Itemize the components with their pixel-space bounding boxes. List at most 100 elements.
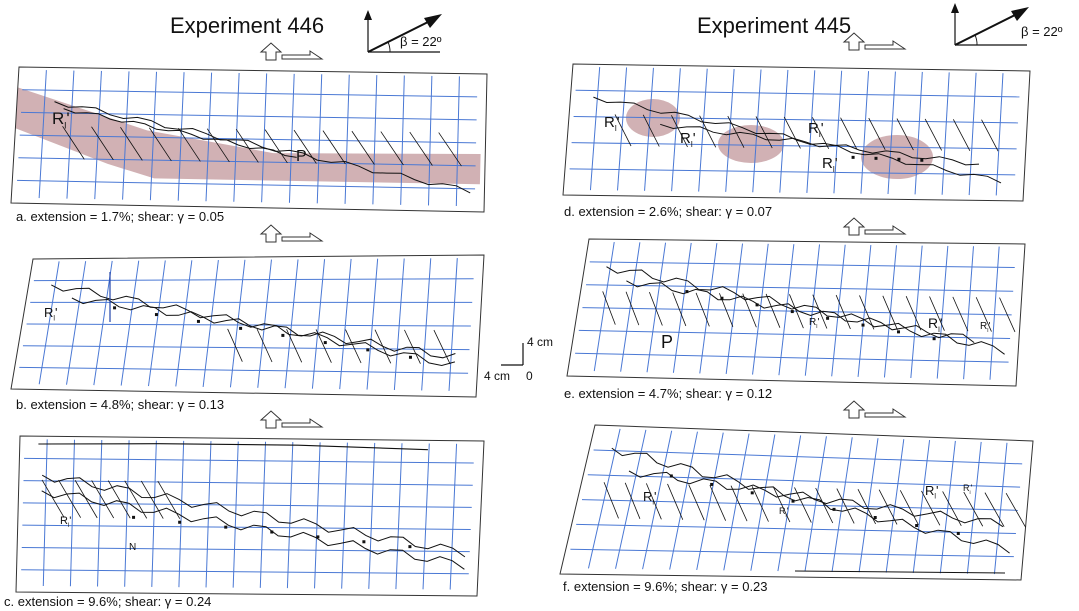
riedel-shear-d: [812, 117, 830, 150]
beta-diagram-446-angle-arc: [387, 41, 391, 53]
grid-line: [936, 245, 949, 379]
grid-line: [993, 442, 1008, 575]
riedel-shear-e: [625, 291, 640, 326]
fault-tick-e: [685, 290, 689, 294]
shear-sense-exp445-right-icon: [864, 40, 907, 50]
grid-line: [22, 89, 478, 98]
riedel-shear-a: [177, 127, 201, 162]
fault-trace-b: [71, 297, 456, 359]
riedel-shear-a: [120, 127, 143, 161]
grid-line: [205, 72, 213, 202]
grid-line: [449, 443, 458, 590]
fault-tick-f: [669, 474, 673, 478]
fault-tick-f: [956, 531, 960, 535]
beta-diagram-445-shear-direction: [954, 11, 1022, 46]
grid-line: [995, 73, 1004, 196]
grid-line: [912, 440, 931, 573]
riedel-shear-e: [929, 296, 945, 331]
fault-trace-e: [606, 266, 1005, 355]
riedel-shear-c: [41, 479, 65, 518]
grid-line: [339, 258, 352, 390]
fault-tick-b: [366, 348, 370, 352]
experiment-445-title: Experiment 445: [697, 13, 852, 38]
riedel-shear-f: [921, 490, 941, 526]
fault-tick-e: [790, 310, 794, 314]
beta-angle-446: β = 22º: [400, 34, 442, 49]
fault-tick-b: [239, 326, 243, 330]
grid-line: [589, 66, 601, 191]
riedel-shear-e: [742, 293, 757, 328]
beta-diagram-446-north-arrowhead-icon: [364, 10, 372, 20]
grid-line: [725, 243, 744, 375]
grid-line: [672, 242, 692, 373]
riedel-shear-f: [963, 491, 984, 527]
rl-label-d2: Rl': [680, 130, 696, 149]
riedel-shear-b: [345, 329, 362, 364]
riedel-shear-a: [91, 126, 114, 161]
grid-line: [344, 74, 350, 204]
grid-line: [149, 71, 158, 201]
riedel-shear-a: [206, 128, 230, 163]
grid-line: [593, 241, 615, 372]
riedel-shear-f: [603, 482, 619, 519]
grid-line: [571, 142, 1017, 150]
caption-d: d. extension = 2.6%; shear: γ = 0.07: [564, 204, 773, 219]
riedel-shear-f: [751, 486, 769, 522]
riedel-shear-e: [672, 292, 687, 327]
riedel-shear-f: [942, 491, 962, 526]
grid-line: [581, 499, 1019, 511]
grid-line: [752, 243, 769, 375]
riedel-shear-a: [351, 130, 375, 165]
grid-line: [24, 457, 474, 464]
grid-line: [914, 71, 923, 195]
grid-line: [177, 72, 185, 201]
grid-line: [202, 259, 219, 387]
grid-line: [366, 258, 379, 390]
caption-f: f. extension = 9.6%; shear: γ = 0.23: [563, 579, 768, 594]
riedel-shear-d: [783, 116, 801, 149]
grid-line: [804, 244, 821, 376]
shear-sense-b-up-icon: [259, 224, 283, 243]
grid-line: [448, 258, 458, 391]
grid-line: [93, 260, 113, 386]
rl-label-f4: Rl': [963, 483, 973, 496]
riedel-shear-f: [730, 485, 748, 522]
riedel-shear-f: [899, 490, 919, 526]
grid-line: [941, 72, 950, 195]
beta-diagram-446-shear-direction: [367, 18, 435, 53]
fault-tick-e: [932, 337, 936, 341]
rl-label-a: Rl': [52, 109, 70, 131]
fault-tick-f: [710, 482, 714, 486]
grid-line: [586, 284, 1014, 292]
panel-frame-d: [562, 63, 1031, 202]
grid-line: [831, 244, 846, 377]
beta-diagram-445-shear-arrowhead-icon: [1011, 7, 1029, 21]
fault-tick-f: [791, 499, 795, 503]
rl-label-e3: Rl': [980, 321, 991, 334]
grid-line: [233, 73, 240, 202]
fault-tick-d: [851, 155, 855, 159]
riedel-shear-e: [765, 293, 781, 328]
grid-line: [989, 246, 1000, 380]
rl-label-e2: Rl': [928, 315, 943, 334]
riedel-shear-d: [755, 116, 773, 149]
grid-line: [23, 480, 473, 486]
riedel-shear-d: [924, 118, 943, 151]
grid-line: [779, 69, 789, 193]
riedel-shear-e: [812, 294, 828, 329]
riedel-shear-d: [642, 114, 660, 147]
grid-line: [120, 260, 140, 386]
rl-label-f2: Rl': [779, 506, 789, 519]
grid-line: [831, 437, 853, 572]
riedel-shear-a: [322, 130, 346, 165]
grid-line: [696, 432, 724, 571]
rl-label-d4: Rl': [822, 155, 838, 174]
fault-tick-c: [224, 525, 228, 529]
shear-sense-a-up-icon: [259, 42, 283, 61]
fault-tick-c: [408, 545, 412, 549]
grid-line: [883, 245, 898, 378]
riedel-shear-f: [688, 484, 705, 521]
grid-line: [966, 441, 982, 574]
riedel-shear-c: [58, 479, 82, 518]
